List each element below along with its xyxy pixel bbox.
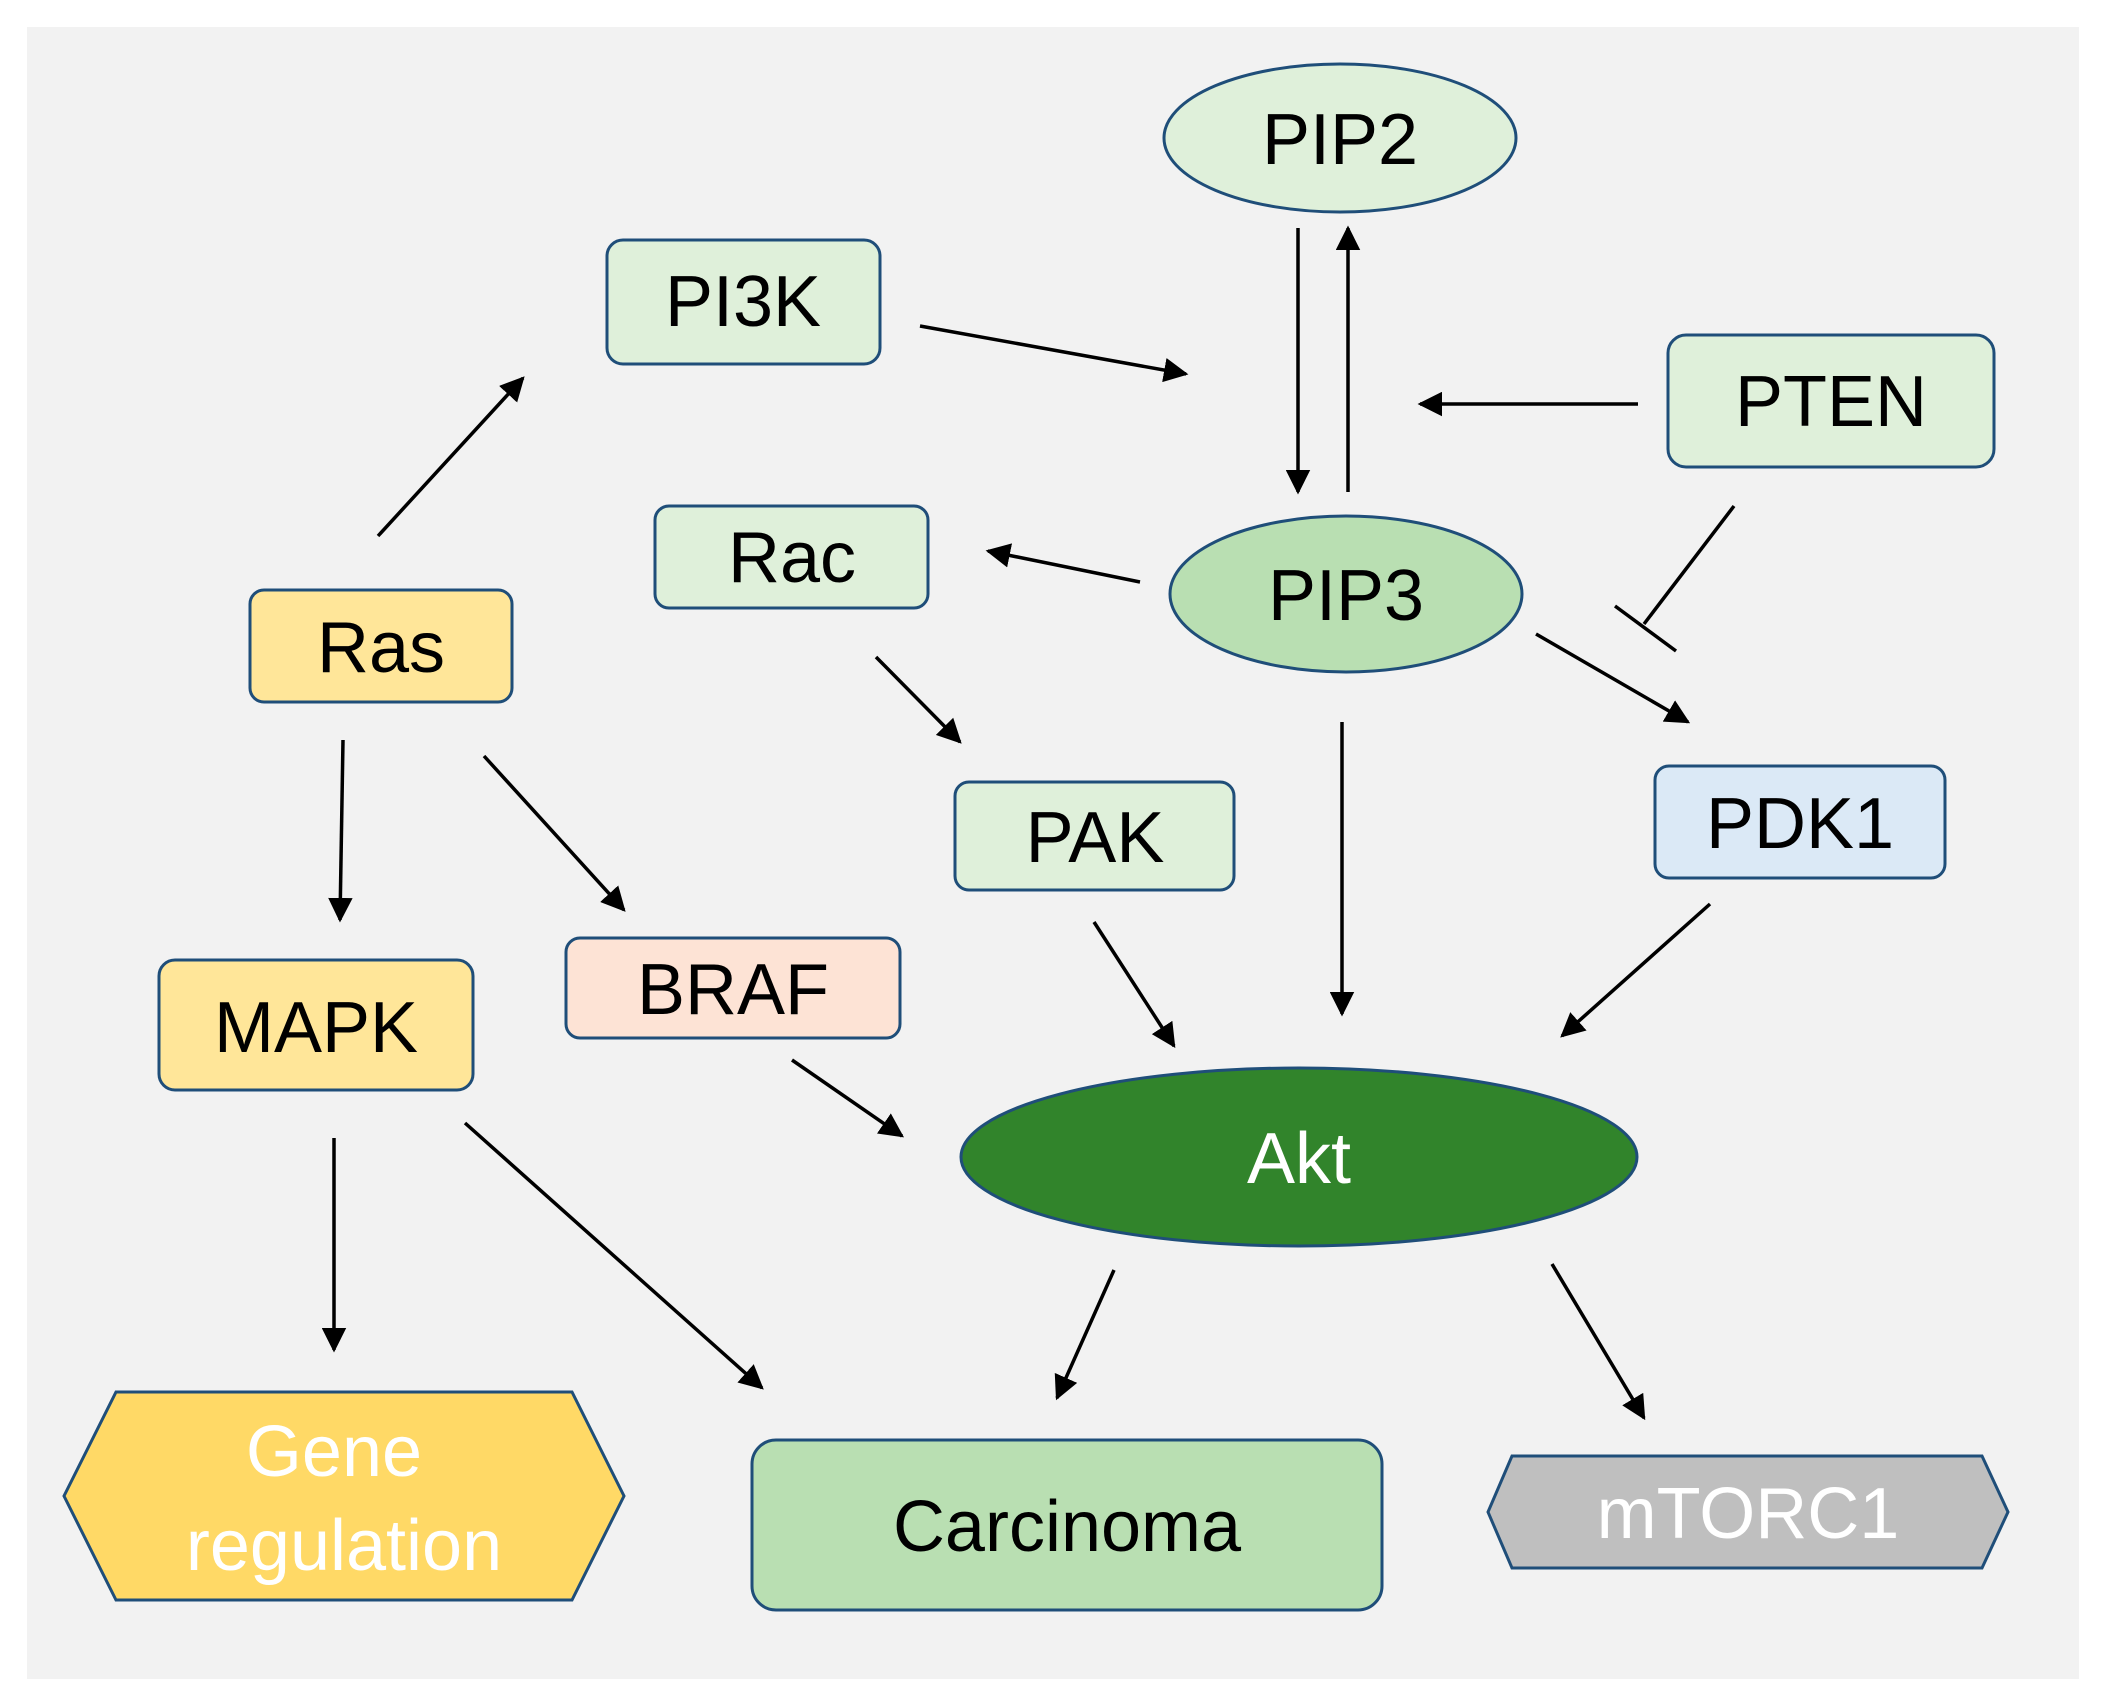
edge-braf-to-akt [791, 1058, 905, 1138]
node-akt-label: Akt [1247, 1119, 1351, 1199]
node-pten-label: PTEN [1735, 362, 1927, 442]
edge-pi3k-to-pip3 [919, 324, 1189, 383]
node-ras-label: Ras [317, 608, 445, 688]
node-carcinoma: Carcinoma [750, 1438, 1384, 1612]
node-pi3k-shape [605, 238, 882, 366]
edge-pip3-to-rac [985, 543, 1141, 584]
edge-rac-to-pak [874, 655, 962, 744]
node-pip3-label: PIP3 [1268, 556, 1424, 636]
node-pak-label: PAK [1026, 798, 1165, 878]
node-pip3: PIP3 [1168, 514, 1524, 674]
node-ras-shape [248, 588, 514, 704]
edge-pten-inhibits-pdk1 [1642, 504, 1736, 626]
node-mapk-label: MAPK [214, 988, 418, 1068]
node-pip2-label: PIP2 [1262, 100, 1418, 180]
edge-akt-to-mtorc1 [1550, 1263, 1646, 1421]
node-pdk1-shape [1653, 764, 1947, 880]
node-mtorc1: mTORC1 [1486, 1454, 2010, 1570]
node-rac: Rac [653, 504, 930, 610]
edges [321, 225, 1736, 1421]
node-mtorc1-shape [1486, 1454, 2010, 1570]
edge-ras-to-braf [482, 754, 626, 912]
node-pip2-shape [1162, 62, 1518, 214]
node-pak-shape [953, 780, 1236, 892]
node-pten-shape [1666, 333, 1996, 469]
edge-akt-to-carcinoma [1054, 1269, 1116, 1401]
node-gene-regulation-label-line2: regulation [186, 1506, 502, 1586]
node-mapk-shape [157, 958, 475, 1092]
node-braf-shape [564, 936, 902, 1040]
edge-pdk1-to-akt [1560, 902, 1712, 1038]
node-gene-regulation-shape [62, 1390, 626, 1602]
node-gene-regulation-label-line1: Gene [246, 1412, 422, 1492]
node-akt: Akt [959, 1066, 1639, 1248]
node-carcinoma-shape [750, 1438, 1384, 1612]
edge-pip3-to-pdk1 [1535, 632, 1691, 724]
node-pten: PTEN [1666, 333, 1996, 469]
edge-mapk-to-carcinoma [463, 1121, 764, 1390]
node-mtorc1-label: mTORC1 [1597, 1474, 1900, 1554]
edge-pten-inhibits-pdk1-bar [1613, 604, 1678, 653]
node-braf-label: BRAF [637, 950, 829, 1030]
node-mapk: MAPK [157, 958, 475, 1092]
node-rac-shape [653, 504, 930, 610]
edge-ras-to-mapk [328, 739, 353, 923]
node-braf: BRAF [564, 936, 902, 1040]
node-ras: Ras [248, 588, 514, 704]
node-carcinoma-label: Carcinoma [893, 1487, 1242, 1567]
node-pi3k: PI3K [605, 238, 882, 366]
node-rac-label: Rac [728, 518, 856, 598]
node-pdk1: PDK1 [1653, 764, 1947, 880]
edge-pak-to-akt [1092, 921, 1176, 1049]
node-pi3k-label: PI3K [665, 262, 821, 342]
node-akt-shape [959, 1066, 1639, 1248]
edge-ras-to-pi3k [376, 376, 525, 538]
node-gene-regulation-label: Gene regulation [186, 1412, 502, 1586]
node-pip2: PIP2 [1162, 62, 1518, 214]
node-pak: PAK [953, 780, 1236, 892]
node-gene-regulation: Gene regulation [62, 1390, 626, 1602]
node-pip3-shape [1168, 514, 1524, 674]
nodes: PIP2 PI3K PTEN Rac PIP3 Ras [62, 62, 2010, 1612]
node-pdk1-label: PDK1 [1706, 784, 1894, 864]
